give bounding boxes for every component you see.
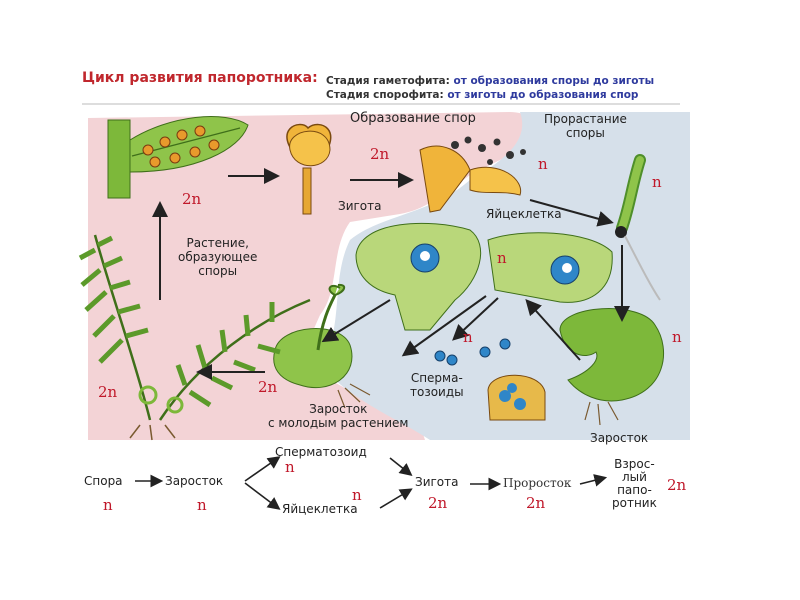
flow-prothallus: Заросток <box>165 474 224 488</box>
ploidy-n-sperm: n <box>463 328 473 346</box>
ploidy-n-filament: n <box>652 173 662 191</box>
archegonium-right-illustration <box>487 232 613 303</box>
label-spore-germination-line2: споры <box>566 126 605 140</box>
flow-arrow-prothallus-egg <box>244 482 281 510</box>
label-young-prothallus-line2: с молодым растением <box>268 416 409 430</box>
adult-fern-illustration <box>78 234 311 441</box>
gametophyte-stage-value: от образования споры до зиготы <box>453 75 655 87</box>
label-young-prothallus-line1: Заросток <box>309 402 368 416</box>
flow-sperm: Сперматозоид <box>275 445 367 459</box>
arrow-archegonium-to-sperm <box>452 297 499 341</box>
arrow-fertilization-to-young <box>321 299 391 343</box>
flow-arrow-egg-zygote <box>379 488 413 509</box>
ploidy-2n-leaf: 2n <box>182 190 202 208</box>
flow-adult-line1: Взрос- <box>614 457 655 471</box>
flow-ploidy-2n-adult: 2n <box>667 476 687 494</box>
label-spore-plant-line3: споры <box>198 264 238 278</box>
flow-sprout: Проросток <box>503 476 572 490</box>
flow-ploidy-n-prothallus: n <box>197 496 207 514</box>
opened-sporangium-illustration <box>419 136 526 213</box>
label-spore-formation: Образование спор <box>350 111 476 126</box>
flow-ploidy-n-egg: n <box>352 486 362 504</box>
leaf-with-sori-illustration <box>107 116 249 199</box>
label-prothallus: Заросток <box>590 431 649 445</box>
label-zygote: Зигота <box>338 199 382 213</box>
ploidy-2n-young: 2n <box>258 378 278 396</box>
sperm-illustration <box>434 338 546 421</box>
label-spore-plant: Растение, образующее споры <box>178 236 257 278</box>
flow-zygote: Зигота <box>415 475 459 489</box>
flow-arrow-prothallus-sperm <box>244 456 281 482</box>
ploidy-n-germination: n <box>538 155 548 173</box>
label-young-prothallus: Заросток с молодым растением <box>268 402 408 430</box>
flow-ploidy-2n-zygote: 2n <box>428 494 448 512</box>
germinating-filament-illustration <box>615 154 661 301</box>
flow-spore: Спора <box>84 474 123 488</box>
label-spore-germination-line1: Прорастание <box>544 112 627 126</box>
label-egg-cell: Яйцеклетка <box>486 207 562 221</box>
gametophyte-stage-key: Стадия гаметофита: <box>326 75 450 87</box>
label-spore-plant-line1: Растение, <box>186 236 249 250</box>
label-spore-germination: Прорастание споры <box>544 112 627 140</box>
label-spore-plant-line2: образующее <box>178 250 258 264</box>
ploidy-2n-spores: 2n <box>370 145 390 163</box>
arrow-cells-to-fusion <box>401 295 487 357</box>
sporophyte-stage-key: Стадия спорофита: <box>326 89 444 101</box>
archegonium-illustration <box>355 222 482 331</box>
page-title: Цикл развития папоротника: <box>82 70 318 86</box>
sporophyte-stage-value: от зиготы до образования спор <box>447 89 639 101</box>
flow-arrow-sprout-adult <box>579 474 608 487</box>
gametophyte-stage: Стадия гаметофита: от образования споры … <box>326 75 654 87</box>
arrow-prothallus-to-archegonium <box>525 299 581 361</box>
label-sperm: Сперма- тозоиды <box>410 371 464 399</box>
flow-adult-line2: лый <box>621 470 647 484</box>
arrow-spores-to-germination <box>529 199 614 227</box>
flow-adult-line4: ротник <box>612 496 657 510</box>
flow-arrow-sperm-zygote <box>389 457 413 476</box>
flow-egg: Яйцеклетка <box>282 502 358 516</box>
sporophyte-stage: Стадия спорофита: от зиготы до образован… <box>326 89 638 101</box>
flow-ploidy-n-sperm: n <box>285 458 295 476</box>
ploidy-n-prothallus: n <box>672 328 682 346</box>
flow-ploidy-n-spore: n <box>103 496 113 514</box>
young-sporophyte-illustration <box>273 283 371 409</box>
ploidy-2n-fern: 2n <box>98 383 118 401</box>
ploidy-n-egg: n <box>497 249 507 267</box>
label-sperm-line2: тозоиды <box>410 385 464 399</box>
flow-ploidy-2n-sprout: 2n <box>526 494 546 512</box>
sporangium-illustration <box>286 123 332 215</box>
flow-adult-line3: папо- <box>617 483 652 497</box>
flow-adult-fern: Взрос- лый папо- ротник <box>612 458 657 510</box>
label-sperm-line1: Сперма- <box>410 371 463 385</box>
